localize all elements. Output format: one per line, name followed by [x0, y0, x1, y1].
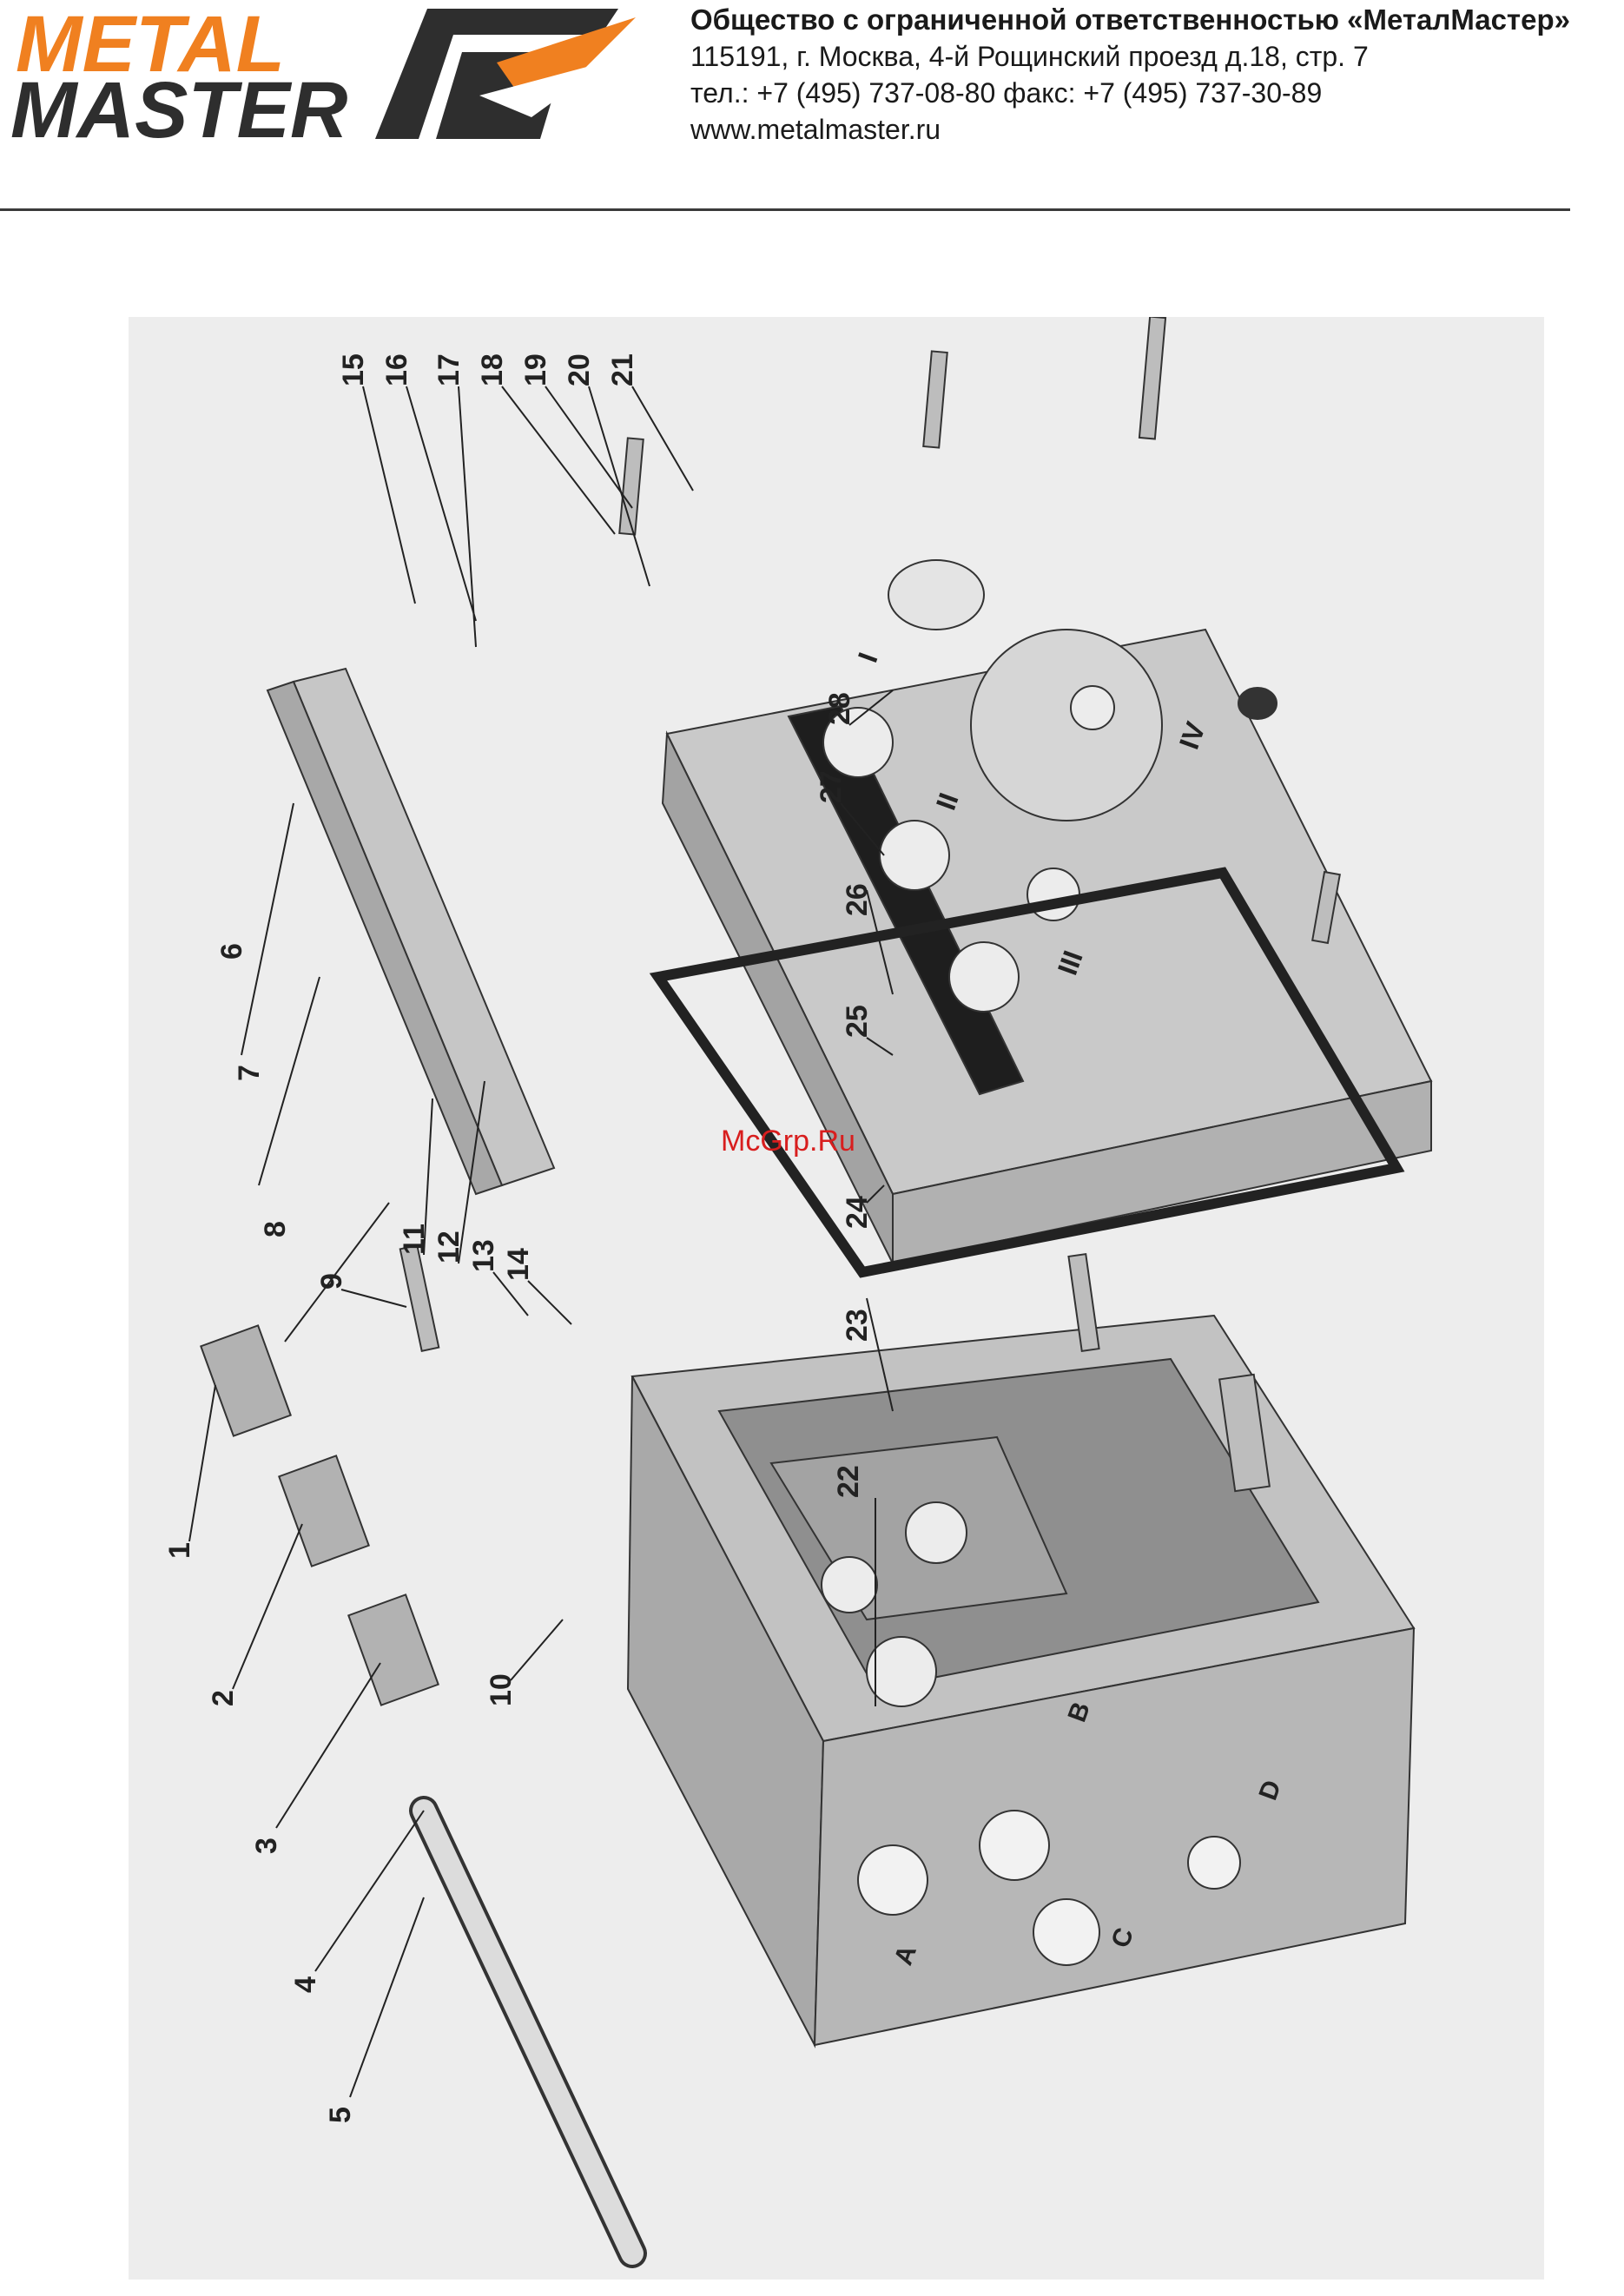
part-label-11: 11: [398, 1224, 431, 1255]
part-label-10: 10: [485, 1673, 518, 1706]
part-label-16: 16: [380, 353, 413, 386]
part-label-9: 9: [315, 1273, 348, 1290]
company-address: 115191, г. Москва, 4-й Рощинский проезд …: [690, 38, 1611, 75]
part-label-15: 15: [337, 353, 370, 386]
part-label-6: 6: [215, 943, 248, 960]
part-label-28: 28: [823, 692, 856, 725]
part-label-23: 23: [841, 1309, 874, 1342]
header-divider: [0, 208, 1570, 211]
part-label-3: 3: [250, 1837, 283, 1854]
part-label-4: 4: [289, 1976, 322, 1993]
exploded-assembly-drawing: 1 2 3 4 5 6 7 8 9 10 11 12 13 14 15 16 1…: [129, 317, 1544, 2280]
part-label-2: 2: [207, 1690, 240, 1706]
part-label-20: 20: [563, 353, 596, 386]
part-label-25: 25: [841, 1005, 874, 1038]
logo-emblem-icon: [375, 9, 636, 139]
metalmaster-logo: METAL MASTER: [10, 0, 636, 148]
company-website[interactable]: www.metalmaster.ru: [690, 111, 1611, 148]
part-label-22: 22: [832, 1465, 865, 1498]
page-header: METAL MASTER Общество с ограниченной отв…: [0, 0, 1624, 208]
part-label-13: 13: [467, 1239, 500, 1272]
part-label-7: 7: [233, 1065, 266, 1081]
company-name: Общество с ограниченной ответственностью…: [690, 2, 1611, 38]
part-label-14: 14: [502, 1248, 535, 1281]
part-label-21: 21: [606, 353, 639, 386]
part-label-19: 19: [519, 353, 552, 386]
part-label-1: 1: [163, 1542, 196, 1559]
part-label-27: 27: [815, 770, 848, 803]
part-label-17: 17: [432, 353, 465, 386]
part-label-5: 5: [324, 2107, 357, 2123]
part-label-12: 12: [432, 1230, 465, 1263]
company-phones: тел.: +7 (495) 737-08-80 факс: +7 (495) …: [690, 75, 1611, 111]
part-label-26: 26: [841, 883, 874, 916]
part-label-8: 8: [259, 1221, 292, 1237]
part-label-24: 24: [841, 1196, 874, 1229]
company-info: Общество с ограниченной ответственностью…: [690, 2, 1611, 148]
watermark: McGrp.Ru: [721, 1125, 855, 1158]
part-label-18: 18: [476, 353, 509, 386]
logo-line2: MASTER: [10, 66, 347, 148]
